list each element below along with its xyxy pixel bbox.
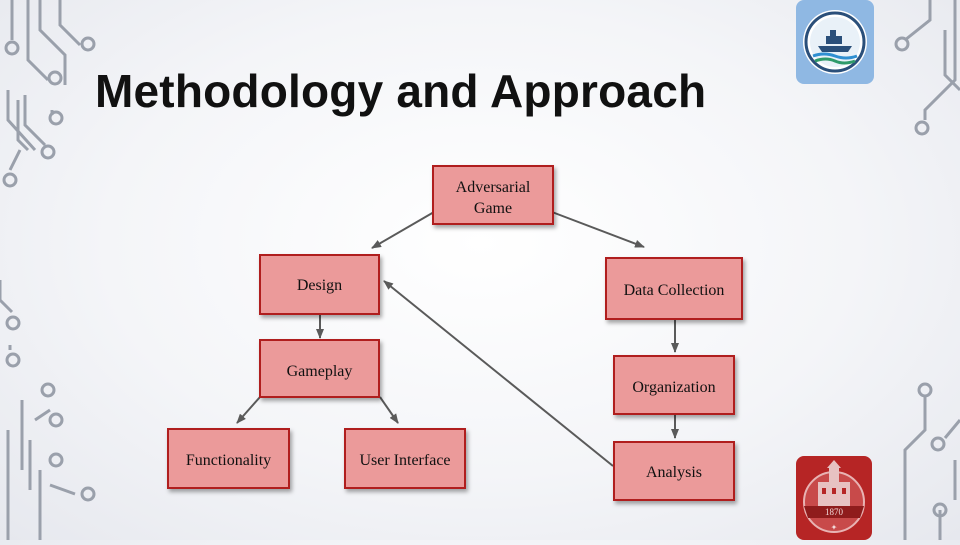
node-organization: Organization (613, 355, 735, 415)
edge-game-to-design (371, 211, 435, 249)
node-design-label: Design (296, 277, 343, 294)
svg-text:✦: ✦ (831, 523, 838, 532)
node-gameplay: Gameplay (259, 339, 380, 398)
node-data-collection: Data Collection (605, 257, 743, 320)
node-gameplay-label: Gameplay (286, 363, 353, 380)
edge-game-to-data-collection (551, 211, 645, 248)
node-design: Design (259, 254, 380, 315)
node-functionality-label: Functionality (185, 452, 272, 469)
edge-gameplay-to-functionality (236, 396, 261, 424)
node-user-interface-label: User Interface (359, 452, 451, 469)
ship-logo-icon (803, 10, 867, 74)
ship-logo (796, 0, 874, 84)
edge-gameplay-to-user-interface (379, 396, 399, 424)
node-organization-label: Organization (632, 379, 716, 396)
node-functionality: Functionality (167, 428, 290, 489)
node-adversarial-game: Adversarial Game (432, 165, 554, 225)
university-seal-icon: 1870 ✦ (803, 460, 865, 533)
svg-text:1870: 1870 (825, 507, 844, 517)
node-user-interface: User Interface (344, 428, 466, 489)
node-analysis: Analysis (613, 441, 735, 501)
node-data-collection-label: Data Collection (623, 282, 725, 299)
slide-title: Methodology and Approach (95, 65, 707, 117)
node-adversarial-game-label: Adversarial Game (455, 179, 531, 217)
university-seal-logo: 1870 ✦ (796, 456, 872, 540)
node-analysis-label: Analysis (646, 464, 702, 481)
edge-analysis-to-design (383, 280, 614, 467)
